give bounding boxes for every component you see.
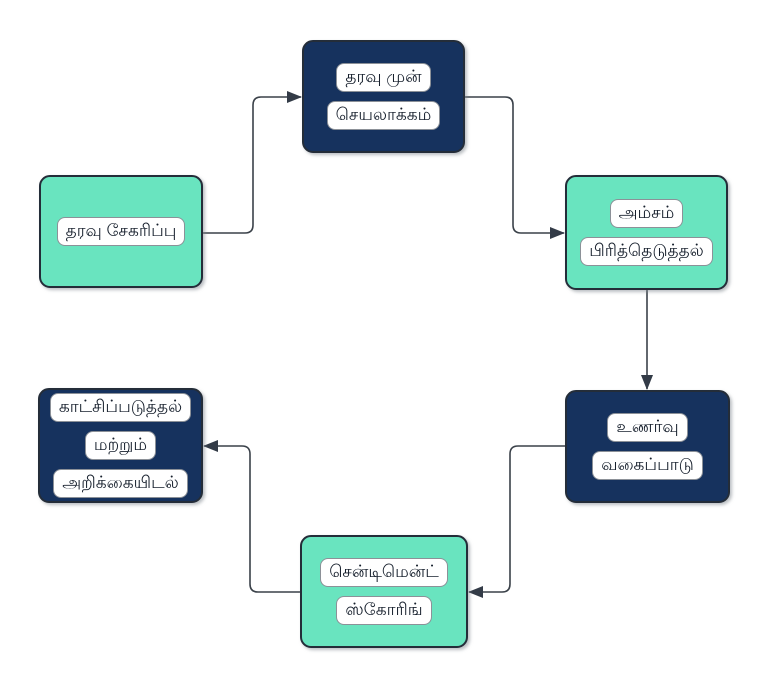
node-label: சென்டிமென்ட் bbox=[320, 557, 448, 587]
node-label: ஸ்கோரிங் bbox=[336, 596, 432, 626]
node-label: பிரித்தெடுத்தல் bbox=[580, 237, 713, 267]
node-feature-extraction[interactable]: அம்சம் பிரித்தெடுத்தல் bbox=[565, 175, 728, 290]
node-data-preprocessing[interactable]: தரவு முன் செயலாக்கம் bbox=[302, 40, 465, 153]
node-visualization-reporting[interactable]: காட்சிப்படுத்தல் மற்றும் அறிக்கையிடல் bbox=[38, 388, 203, 503]
node-label: செயலாக்கம் bbox=[326, 101, 441, 131]
connector-preprocessing-to-extraction bbox=[465, 96, 565, 239]
node-label: வகைப்பாடு bbox=[592, 451, 703, 481]
node-sentiment-classification[interactable]: உணர்வு வகைப்பாடு bbox=[565, 390, 730, 503]
node-label: உணர்வு bbox=[607, 412, 688, 442]
node-label: காட்சிப்படுத்தல் bbox=[49, 392, 192, 422]
node-sentiment-scoring[interactable]: சென்டிமென்ட் ஸ்கோரிங் bbox=[300, 535, 468, 648]
node-label: தரவு சேகரிப்பு bbox=[56, 216, 186, 247]
connector-collection-to-preprocessing bbox=[203, 91, 302, 234]
node-label: மற்றும் bbox=[84, 430, 157, 461]
node-label: அம்சம் bbox=[609, 198, 684, 228]
connector-classification-to-scoring bbox=[468, 445, 565, 598]
node-data-collection[interactable]: தரவு சேகரிப்பு bbox=[39, 175, 203, 288]
node-label: அறிக்கையிடல் bbox=[53, 469, 188, 499]
connector-scoring-to-visualization bbox=[203, 440, 300, 593]
node-label: தரவு முன் bbox=[336, 62, 431, 92]
